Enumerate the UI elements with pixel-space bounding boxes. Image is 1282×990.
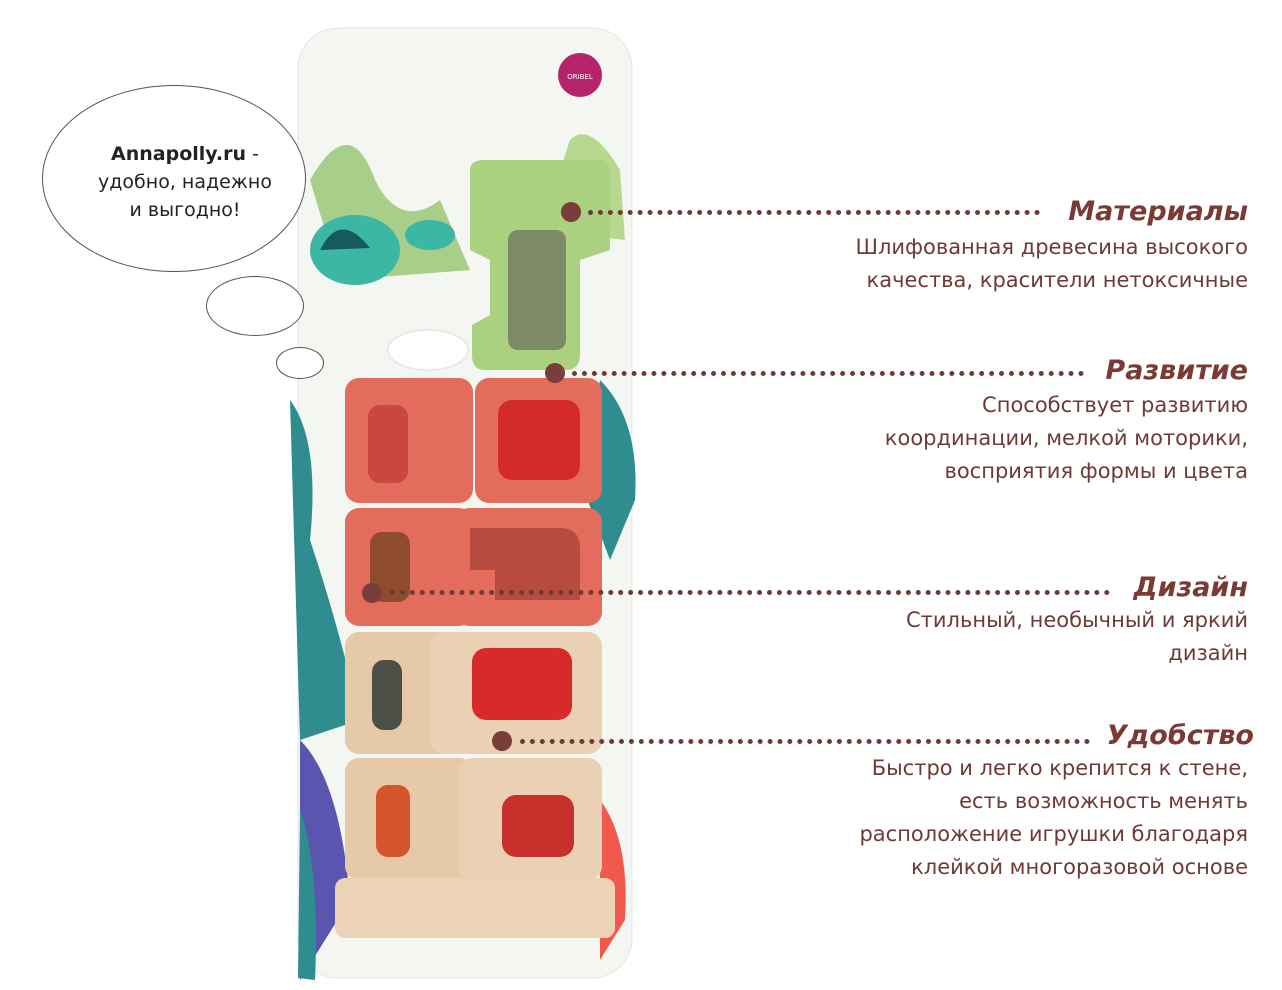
desc-line: расположение игрушки благодаря (859, 822, 1248, 846)
bubble-line1: - (246, 143, 259, 165)
desc-line: Стильный, необычный и яркий (906, 608, 1248, 632)
desc-line: качества, красители нетоксичные (866, 268, 1248, 292)
desc-line: клейкой многоразовой основе (911, 855, 1248, 879)
product-illustration: ORIBEL (290, 27, 636, 980)
feature-desc-design: Стильный, необычный и яркий дизайн (906, 604, 1248, 670)
desc-line: дизайн (1168, 641, 1248, 665)
desc-line: восприятия формы и цвета (944, 459, 1248, 483)
marker-dot (492, 731, 512, 751)
feature-title-development: Развитие (1105, 355, 1248, 386)
thought-bubble-main (42, 85, 306, 272)
feature-title-design: Дизайн (1133, 572, 1248, 603)
feature-title-convenience: Удобство (1106, 720, 1254, 751)
bubble-line3: и выгодно! (129, 199, 241, 221)
desc-line: есть возможность менять (959, 789, 1248, 813)
product-image: ORIBEL (280, 20, 660, 985)
feature-desc-development: Способствует развитию координации, мелко… (885, 389, 1248, 488)
feature-desc-materials: Шлифованная древесина высокого качества,… (855, 231, 1248, 297)
marker-dot (545, 363, 565, 383)
marker-dot (362, 583, 382, 603)
dotted-connector (520, 739, 1090, 744)
thought-bubble-medium (206, 276, 304, 336)
brand-name: Annapolly.ru (111, 143, 247, 165)
desc-line: Быстро и легко крепится к стене, (871, 756, 1248, 780)
desc-line: координации, мелкой моторики, (884, 426, 1248, 450)
dotted-connector (572, 371, 1084, 376)
dotted-connector (588, 210, 1040, 215)
feature-desc-convenience: Быстро и легко крепится к стене, есть во… (859, 752, 1248, 884)
bubble-text: Annapolly.ru - удобно, надежно и выгодно… (60, 140, 310, 224)
thought-bubble-small (276, 347, 324, 379)
bubble-line2: удобно, надежно (98, 171, 272, 193)
brand-logo: ORIBEL (567, 73, 593, 81)
desc-line: Шлифованная древесина высокого (855, 235, 1248, 259)
desc-line: Способствует развитию (982, 393, 1248, 417)
dotted-connector (390, 590, 1110, 595)
marker-dot (561, 202, 581, 222)
feature-title-materials: Материалы (1068, 196, 1248, 227)
